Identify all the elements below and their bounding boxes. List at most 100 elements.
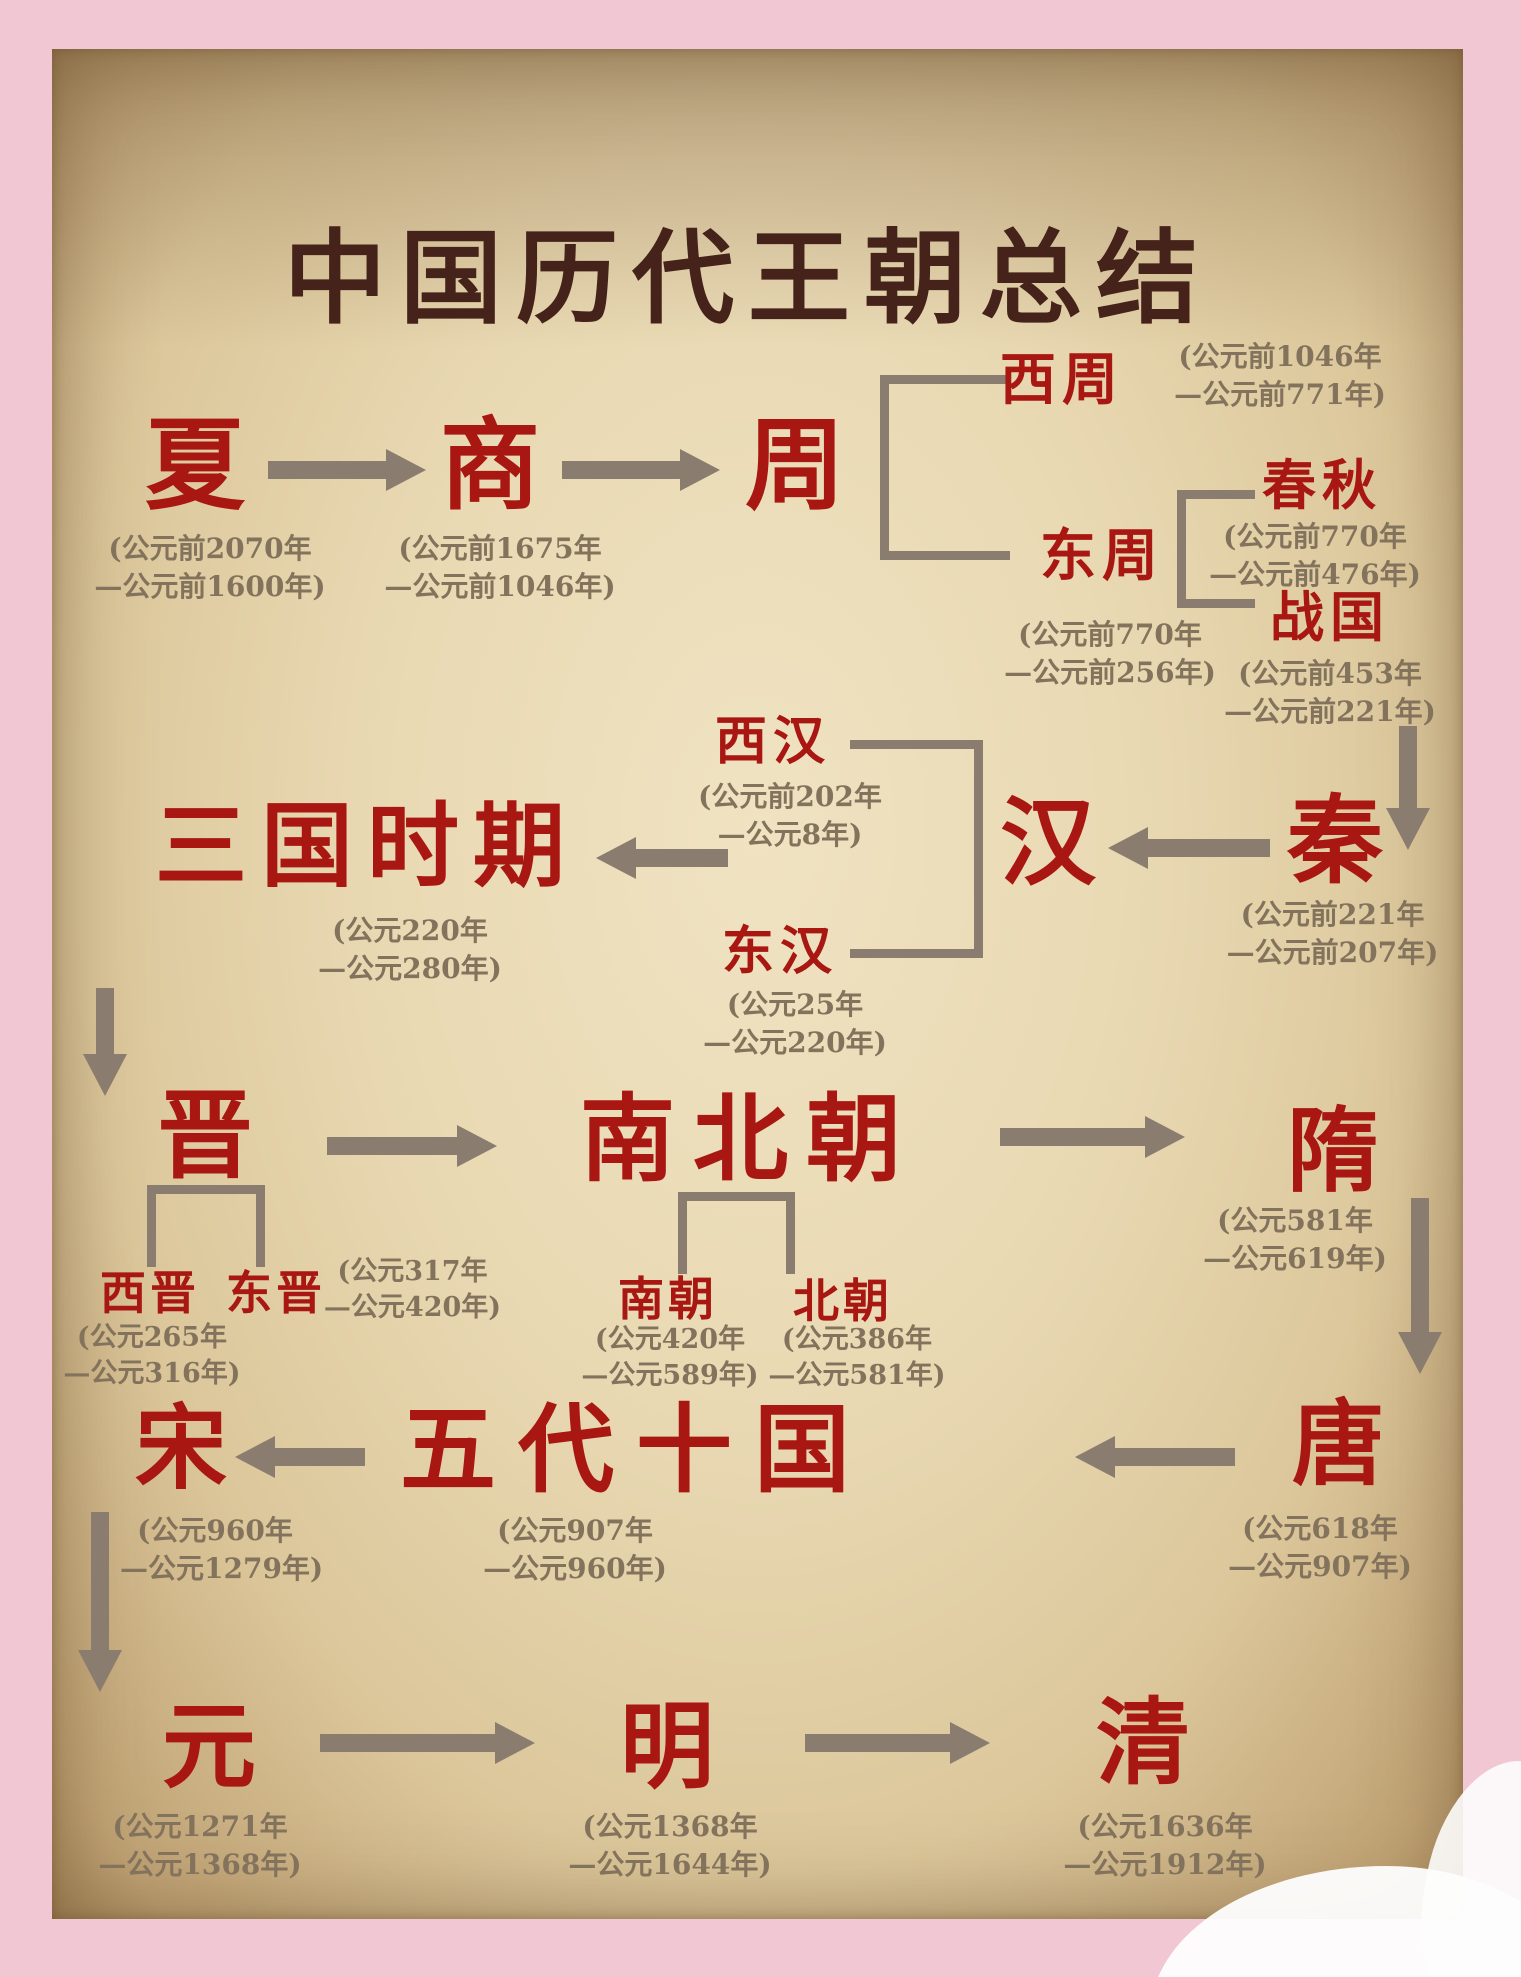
dates-qing: (公元1636年 —公元1912年) — [1040, 1808, 1290, 1883]
date-range-end: —公元前256年) — [1004, 655, 1216, 689]
date-range-end: —公元589年) — [581, 1360, 759, 1392]
bracket-nanbeichao — [678, 1192, 795, 1274]
dynasty-dongjin: 东晋 — [226, 1266, 326, 1320]
date-range-start: (公元1368年 — [582, 1810, 758, 1843]
parchment-background — [52, 49, 1463, 1919]
dates-beichao: (公元386年 —公元581年) — [762, 1322, 952, 1394]
dates-dongjin: (公元317年 —公元420年) — [320, 1254, 505, 1326]
date-range-start: (公元265年 — [76, 1322, 228, 1353]
date-range-start: (公元960年 — [137, 1514, 293, 1547]
arrow-yuan-to-ming-icon — [320, 1722, 535, 1764]
dynasty-jin: 晋 — [157, 1079, 253, 1192]
dynasty-nanchao: 南朝 — [618, 1272, 718, 1326]
dynasty-beichao: 北朝 — [793, 1274, 893, 1328]
dates-ming: (公元1368年 —公元1644年) — [550, 1808, 790, 1883]
dates-sui: (公元581年 —公元619年) — [1190, 1202, 1400, 1277]
dates-song: (公元960年 —公元1279年) — [120, 1512, 323, 1587]
dynasty-song: 宋 — [135, 1394, 228, 1502]
date-range-end: —公元1912年) — [1063, 1847, 1267, 1881]
dynasty-shang: 商 — [440, 406, 540, 524]
dynasty-xijin: 西晋 — [100, 1266, 200, 1320]
date-range-start: (公元前453年 — [1238, 657, 1422, 690]
dynasty-xia: 夏 — [145, 406, 245, 524]
arrow-sanguo-to-jin-icon — [83, 988, 127, 1096]
arrow-zhanguo-to-qin-icon — [1386, 726, 1430, 850]
date-range-end: —公元前207年) — [1226, 935, 1439, 969]
dynasty-sui: 隋 — [1287, 1097, 1380, 1205]
dynasty-xizhou: 西周 — [1000, 347, 1124, 413]
date-range-start: (公元1636年 — [1077, 1810, 1253, 1843]
date-range-end: —公元1644年) — [568, 1847, 772, 1881]
date-range-end: —公元前1046年) — [384, 569, 616, 603]
date-range-end: —公元316年) — [63, 1358, 241, 1390]
date-range-start: (公元317年 — [337, 1256, 488, 1287]
date-range-start: (公元25年 — [726, 988, 864, 1021]
arrow-sui-to-tang-icon — [1398, 1198, 1442, 1374]
arrow-shang-to-zhou-icon — [562, 449, 720, 491]
dates-wudaishiguo: (公元907年 —公元960年) — [450, 1512, 700, 1587]
dynasty-yuan: 元 — [162, 1692, 257, 1802]
date-range-end: —公元960年) — [483, 1551, 667, 1585]
arrow-qin-to-han-icon — [1108, 827, 1270, 869]
dates-yuan: (公元1271年 —公元1368年) — [80, 1808, 320, 1883]
bracket-dongzhou — [1177, 490, 1255, 608]
arrow-song-to-yuan-icon — [78, 1512, 122, 1692]
date-range-end: —公元907年) — [1228, 1549, 1412, 1583]
dates-shang: (公元前1675年 —公元前1046年) — [375, 530, 625, 605]
date-range-end: —公元220年) — [703, 1025, 887, 1059]
dynasty-donghan: 东汉 — [722, 921, 839, 982]
dynasty-zhou: 周 — [745, 406, 845, 524]
date-range-start: (公元581年 — [1217, 1204, 1373, 1237]
date-range-start: (公元618年 — [1242, 1512, 1398, 1545]
bracket-han — [850, 740, 983, 958]
dates-xizhou: (公元前1046年 —公元前771年) — [1140, 338, 1420, 413]
bracket-jin — [147, 1185, 265, 1267]
dates-tang: (公元618年 —公元907年) — [1210, 1510, 1430, 1585]
date-range-start: (公元1271年 — [112, 1810, 288, 1843]
dates-nanchao: (公元420年 —公元589年) — [575, 1322, 765, 1394]
arrow-wudaishiguo-to-song-icon — [235, 1436, 365, 1478]
dates-xijin: (公元265年 —公元316年) — [62, 1320, 242, 1392]
dates-zhanguo: (公元前453年 —公元前221年) — [1205, 655, 1455, 730]
date-range-start: (公元前770年 — [1223, 520, 1407, 553]
date-range-start: (公元907年 — [497, 1514, 653, 1547]
date-range-end: —公元420年) — [323, 1292, 502, 1324]
date-range-start: (公元420年 — [594, 1324, 746, 1355]
dates-xia: (公元前2070年 —公元前1600年) — [85, 530, 335, 605]
dynasty-wudaishiguo: 五代十国 — [400, 1393, 872, 1506]
date-range-start: (公元前1675年 — [398, 532, 602, 565]
date-range-start: (公元前202年 — [698, 780, 882, 813]
date-range-start: (公元前221年 — [1240, 898, 1425, 931]
dynasty-sanguo: 三国时期 — [155, 792, 580, 900]
date-range-start: (公元前770年 — [1018, 618, 1202, 651]
dates-donghan: (公元25年 —公元220年) — [680, 986, 910, 1061]
date-range-end: —公元8年) — [717, 817, 863, 851]
date-range-start: (公元386年 — [781, 1324, 933, 1355]
dynasty-nanbeichao: 南北朝 — [580, 1084, 920, 1195]
arrow-nanbeichao-to-sui-icon — [1000, 1116, 1185, 1158]
dynasty-chunqiu: 春秋 — [1262, 453, 1382, 517]
dynasty-dongzhou: 东周 — [1040, 523, 1164, 589]
date-range-start: (公元前1046年 — [1178, 340, 1382, 373]
dates-dongzhou: (公元前770年 —公元前256年) — [990, 616, 1230, 691]
date-range-start: (公元前2070年 — [108, 532, 312, 565]
date-range-end: —公元前221年) — [1224, 694, 1436, 728]
dates-sanguo: (公元220年 —公元280年) — [280, 912, 540, 987]
dynasty-ming: 明 — [620, 1692, 715, 1802]
bracket-zhou — [880, 375, 1010, 560]
dynasty-zhanguo: 战国 — [1270, 585, 1390, 649]
dynasty-tang: 唐 — [1292, 1390, 1385, 1498]
dates-chunqiu: (公元前770年 —公元前476年) — [1190, 518, 1440, 593]
dynasty-qing: 清 — [1096, 1688, 1191, 1798]
arrow-han-to-sanguo-icon — [596, 837, 728, 879]
dynasty-han: 汉 — [1000, 786, 1096, 899]
arrow-tang-to-wudaishiguo-icon — [1075, 1436, 1235, 1478]
date-range-start: (公元220年 — [332, 914, 488, 947]
dates-xihan: (公元前202年 —公元8年) — [675, 778, 905, 853]
arrow-ming-to-qing-icon — [805, 1722, 990, 1764]
date-range-end: —公元619年) — [1203, 1241, 1387, 1275]
arrow-xia-to-shang-icon — [268, 449, 426, 491]
dynasty-qin: 秦 — [1287, 784, 1383, 897]
date-range-end: —公元前771年) — [1174, 377, 1386, 411]
